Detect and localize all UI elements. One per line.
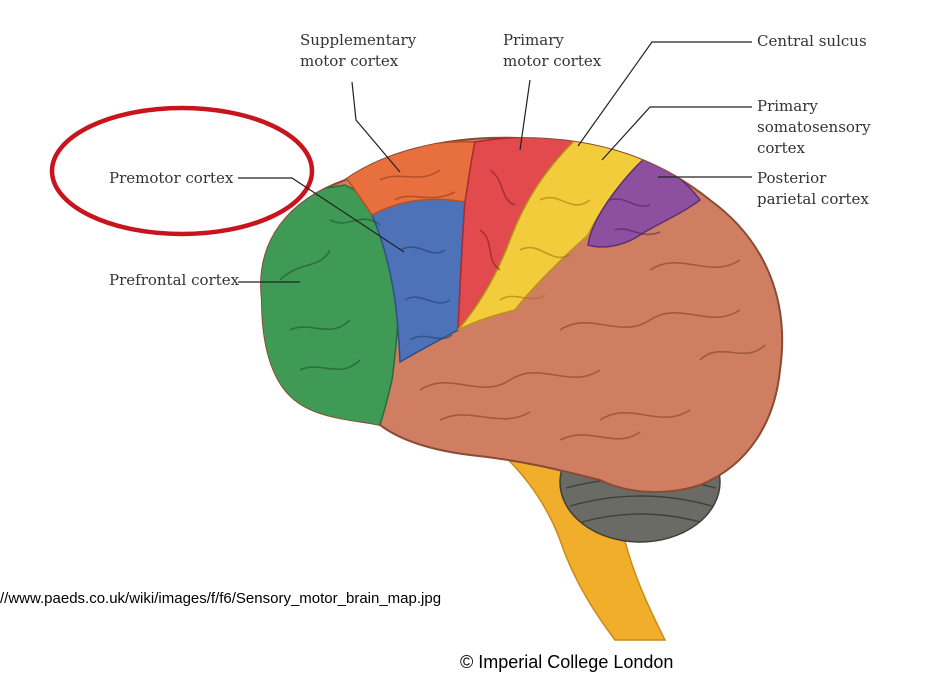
leader-line-supplementary-motor xyxy=(351,81,401,173)
copyright-notice: © Imperial College London xyxy=(460,652,674,672)
label-posterior-parietal-cortex: Posterior parietal cortex xyxy=(757,169,869,208)
label-primary-somatosensory-cortex: Primary somatosensory cortex xyxy=(757,97,871,157)
label-supplementary-motor-cortex: Supplementary motor cortex xyxy=(300,31,417,70)
leader-line-premotor xyxy=(238,177,405,253)
source-url: //www.paeds.co.uk/wiki/images/f/f6/Senso… xyxy=(0,590,442,607)
leader-line-central-sulcus xyxy=(577,41,752,147)
leader-lines xyxy=(238,41,752,283)
label-central-sulcus: Central sulcus xyxy=(757,32,867,50)
posterior-parietal-region xyxy=(587,157,702,248)
label-primary-motor-cortex: Primary motor cortex xyxy=(503,31,602,70)
leader-line-primary-somatosensory xyxy=(601,106,752,161)
label-premotor-cortex: Premotor cortex xyxy=(109,169,234,187)
leader-line-primary-motor xyxy=(519,79,531,151)
highlight-ellipse xyxy=(49,105,315,237)
label-prefrontal-cortex: Prefrontal cortex xyxy=(109,271,240,289)
